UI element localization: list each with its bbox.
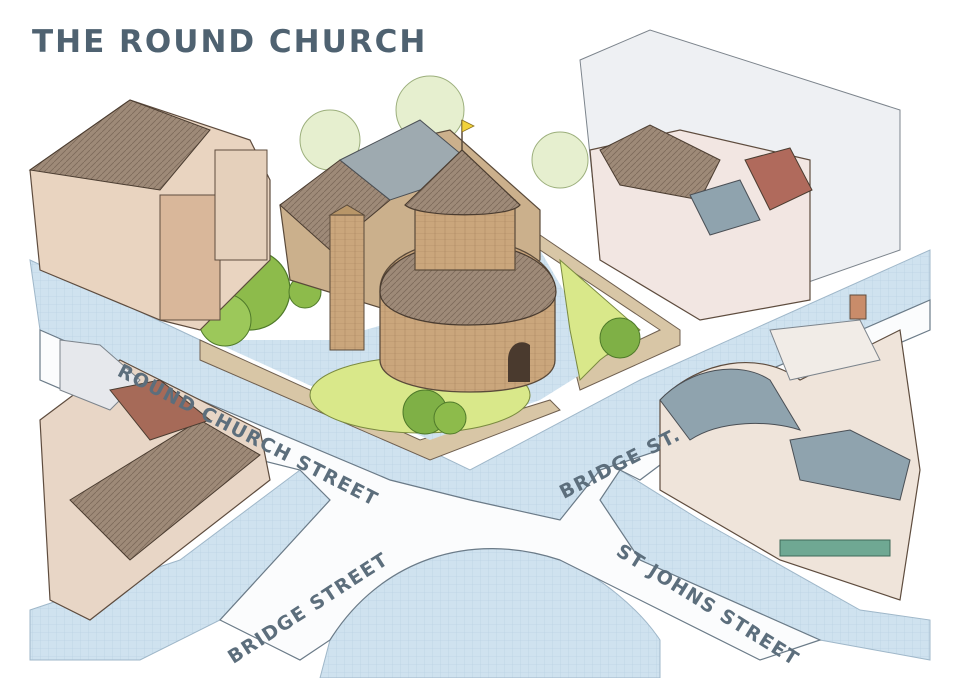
buildings-northeast [579, 29, 901, 321]
round-church-building [279, 119, 557, 393]
buildings-southeast [659, 294, 921, 601]
roads [39, 299, 931, 661]
pavement-areas [29, 249, 931, 678]
buildings-northwest [28, 99, 271, 331]
buildings-southwest [39, 339, 271, 621]
map-title: THE ROUND CHURCH [32, 24, 428, 60]
